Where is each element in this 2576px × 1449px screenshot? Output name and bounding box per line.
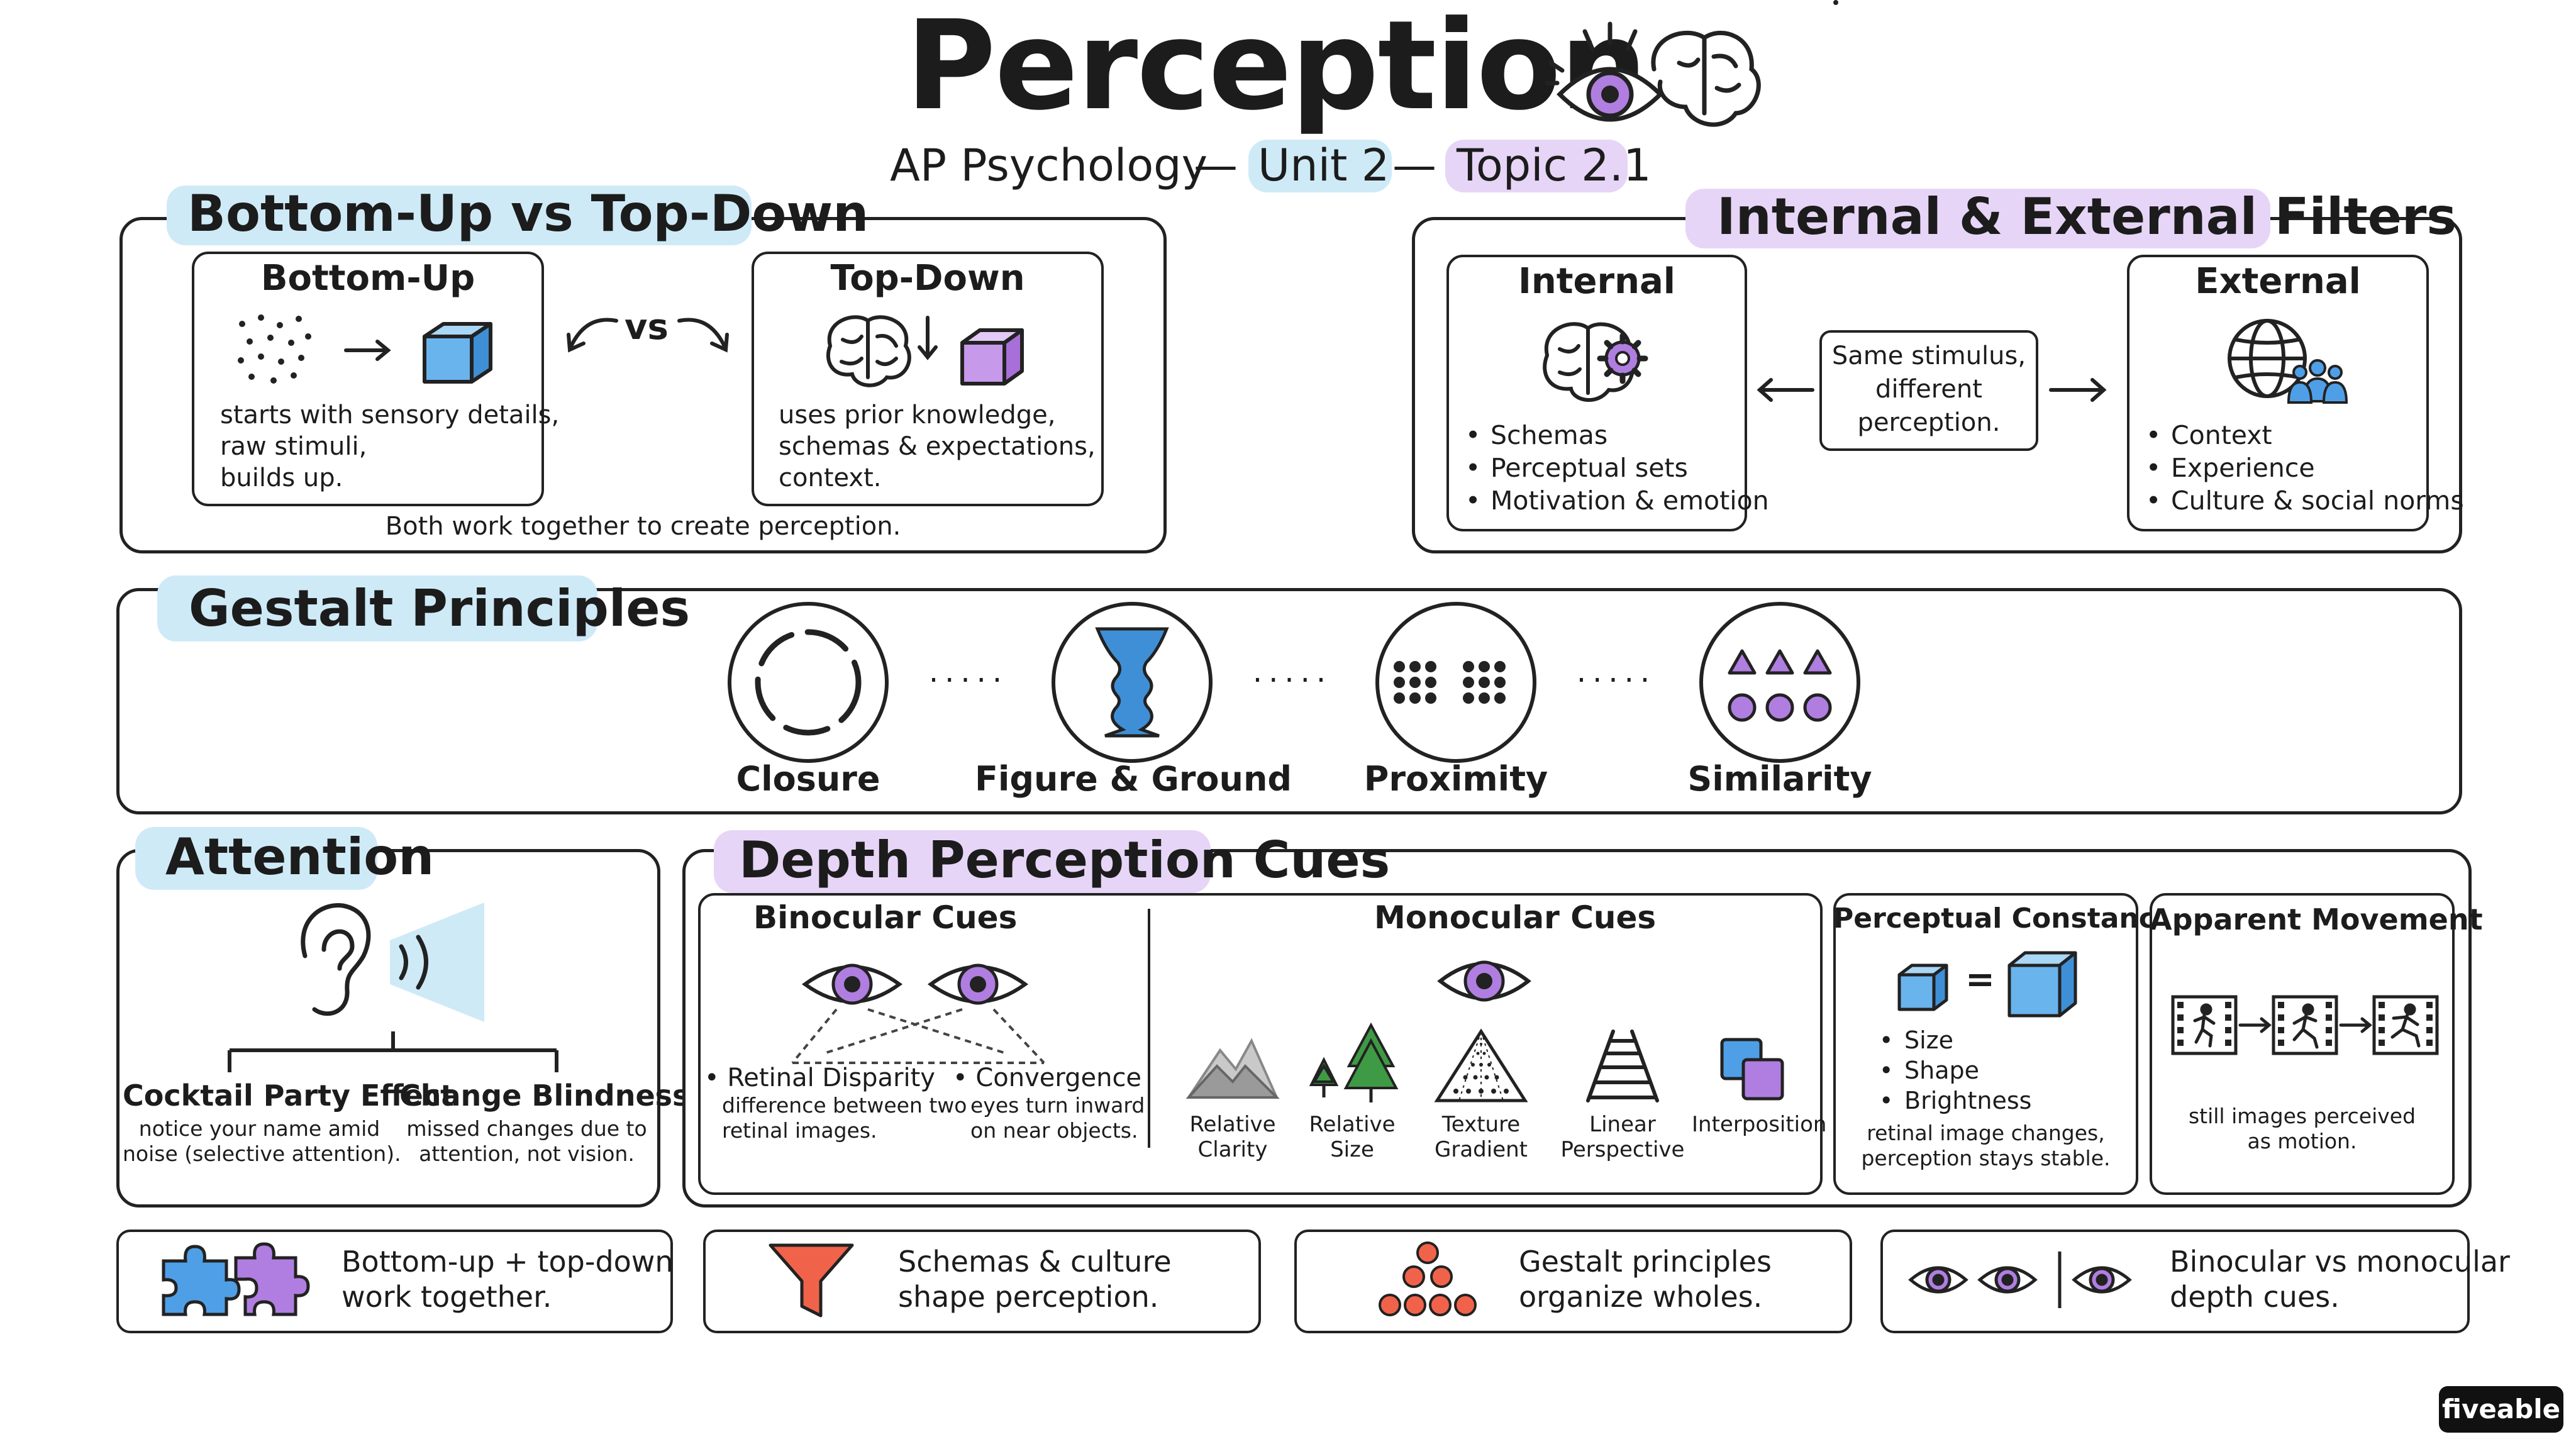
gestalt-panel: [116, 588, 2462, 814]
constancies-list: Size Shape Brightness: [1879, 1025, 2031, 1116]
internal-title: Internal: [1518, 261, 1675, 302]
eye-brain-icon: [1545, 21, 1761, 127]
section-heading-filters: Internal & External Filters: [1717, 187, 2457, 246]
apparent-movement-title: Apparent Movement: [2150, 902, 2483, 936]
bottom-up-title: Bottom-Up: [260, 258, 475, 299]
closure-icon: [728, 602, 889, 763]
retinal-disparity: • Retinal Disparity difference between t…: [704, 1063, 967, 1143]
left-arrow-icon: [1757, 378, 1814, 402]
fiveable-logo[interactable]: fiveable: [2439, 1386, 2563, 1433]
mountains-icon: [1185, 1038, 1280, 1099]
attention-panel: [116, 849, 660, 1208]
funnel-icon: [769, 1243, 854, 1318]
same-stimulus-text: Same stimulus, different perception.: [1831, 341, 2026, 437]
binocular-eyes-icon: [791, 963, 1045, 1064]
binocular-title: Binocular Cues: [753, 899, 1018, 936]
gestalt-similarity-label: Similarity: [1687, 759, 1872, 799]
vs-label: vs: [625, 307, 669, 348]
eyes-icon: [1908, 1252, 2132, 1308]
summary-box-4: [1880, 1230, 2470, 1333]
cue-interposition: Interposition: [1692, 1112, 1827, 1137]
list-item: Culture & social norms: [2146, 484, 2464, 517]
summary-box-3: [1294, 1230, 1852, 1333]
ear-sound-cone-icon: [301, 902, 484, 1022]
list-item: Brightness: [1879, 1085, 2031, 1116]
right-arrow-icon: [2049, 378, 2107, 402]
list-item: Experience: [2146, 452, 2464, 484]
constancies-description: retinal image changes, perception stays …: [1861, 1121, 2111, 1170]
topic-label: Topic 2.1: [1457, 140, 1652, 191]
top-down-description: uses prior knowledge, schemas & expectat…: [779, 401, 1096, 492]
list-item: Context: [2146, 419, 2464, 452]
card-divider: [1148, 909, 1150, 1148]
monocular-title: Monocular Cues: [1374, 899, 1657, 936]
monocular-eye-icon: [1437, 960, 1531, 1002]
dotted-connector: .....: [1576, 654, 1657, 689]
top-down-card: [752, 252, 1104, 506]
section-heading-bottom-up-top-down: Bottom-Up vs Top-Down: [187, 184, 869, 243]
railroad-tracks-icon: [1586, 1030, 1659, 1102]
course-name: AP Psychology: [890, 140, 1208, 191]
interposition-squares-icon: [1720, 1038, 1784, 1101]
equals-sign: =: [1965, 959, 1995, 1000]
figure-ground-vase-icon: [1052, 602, 1213, 763]
same-stimulus-note: [1819, 330, 2038, 451]
gestalt-proximity-label: Proximity: [1363, 759, 1548, 799]
list-item: Size: [1879, 1025, 2031, 1055]
proximity-dots-icon: [1375, 602, 1536, 763]
dash: —: [1392, 140, 1436, 191]
section-heading-depth-cues: Depth Perception Cues: [739, 831, 1391, 889]
globe-people-icon: [2228, 319, 2348, 404]
bracket-connector: [228, 1031, 558, 1072]
brain-gear-icon: [1543, 322, 1648, 402]
constancies-title: Perceptual Constancies: [1833, 902, 2200, 935]
section-heading-attention: Attention: [165, 828, 435, 886]
brain-arrow-cube-icon: [826, 315, 1024, 387]
puzzle-icon: [162, 1242, 310, 1316]
dash: —: [1194, 140, 1238, 191]
external-filters-list: Context Experience Culture & social norm…: [2146, 419, 2464, 517]
list-item: Perceptual sets: [1465, 452, 1769, 484]
scattered-dots-to-cube-icon: [238, 314, 492, 384]
gestalt-figure-ground-label: Figure & Ground: [975, 759, 1292, 799]
perceptual-constancies-card: [1833, 0, 1838, 5]
list-item: Motivation & emotion: [1465, 484, 1769, 517]
cocktail-party-effect: Cocktail Party Effect notice your name a…: [123, 1079, 455, 1166]
section-heading-gestalt: Gestalt Principles: [189, 579, 691, 638]
dotted-connector: .....: [1252, 654, 1333, 689]
similarity-shapes-icon: [1699, 602, 1860, 763]
vs-arrows-icon: [567, 318, 729, 353]
top-down-title: Top-Down: [830, 258, 1025, 299]
trees-icon: [1309, 1022, 1399, 1102]
dotted-connector: .....: [928, 654, 1009, 689]
gestalt-closure-label: Closure: [736, 759, 880, 799]
texture-gradient-icon: [1434, 1028, 1528, 1102]
internal-filters-list: Schemas Perceptual sets Motivation & emo…: [1465, 419, 1769, 517]
list-item: Schemas: [1465, 419, 1769, 452]
convergence: • Convergence eyes turn inward on near o…: [953, 1063, 1145, 1143]
dots-group-icon: [1379, 1241, 1477, 1316]
cube-equals-cube-icon: [1897, 951, 2077, 1018]
list-item: Shape: [1879, 1055, 2031, 1085]
both-work-together-caption: Both work together to create perception.: [385, 512, 901, 541]
bottom-up-description: starts with sensory details, raw stimuli…: [220, 401, 560, 492]
apparent-movement-description: still images perceived as motion.: [2188, 1104, 2416, 1153]
film-frames-icon: [2171, 995, 2439, 1055]
change-blindness: Change Blindness missed changes due to a…: [399, 1079, 690, 1166]
external-title: External: [2195, 261, 2361, 302]
page-title: Perception: [906, 0, 1648, 138]
unit-label: Unit 2: [1258, 140, 1390, 191]
